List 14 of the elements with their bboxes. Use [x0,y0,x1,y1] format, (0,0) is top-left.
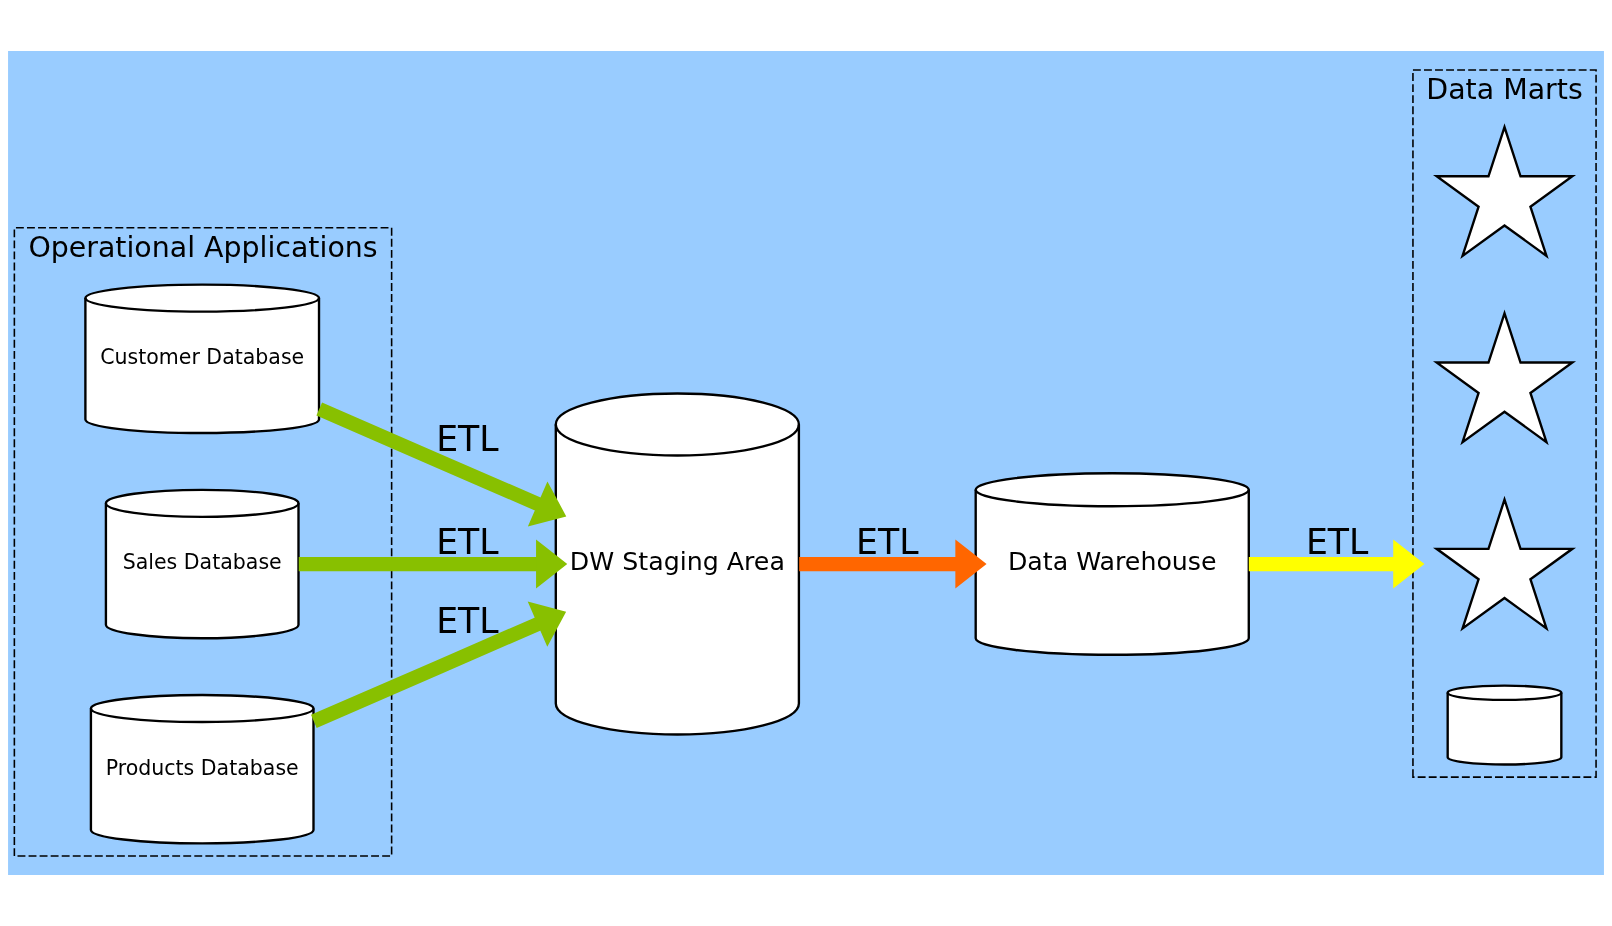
arrow [1248,539,1425,589]
arrow [298,539,568,589]
arrow [799,539,987,589]
node-star [1432,309,1577,446]
arrow [311,601,567,728]
node-star [1432,495,1577,632]
edge-label: ETL [1305,521,1369,562]
cluster: Data Marts [1412,69,1597,778]
arrow [316,402,567,527]
node-star [1432,123,1577,259]
edge-label: ETL [436,521,499,562]
edge-label: ETL [856,521,919,562]
edge-label: ETL [436,419,499,460]
edge-label: ETL [436,600,499,641]
